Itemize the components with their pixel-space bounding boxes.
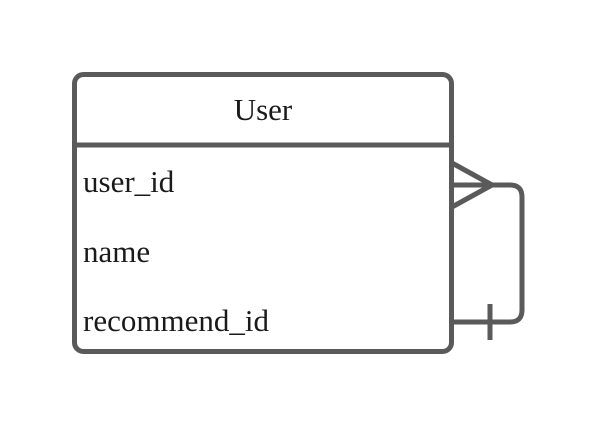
relationship-loop-line xyxy=(452,182,525,325)
attribute-user-id: user_id xyxy=(83,164,175,199)
attribute-recommend-id: recommend_id xyxy=(83,303,269,338)
attribute-name: name xyxy=(83,234,150,269)
crow-foot-many-symbol xyxy=(450,160,494,210)
entity-title: User xyxy=(234,92,293,127)
entity-user[interactable]: User user_id name recommend_id xyxy=(72,72,454,354)
relationship-user-recommends-user[interactable] xyxy=(450,160,525,340)
